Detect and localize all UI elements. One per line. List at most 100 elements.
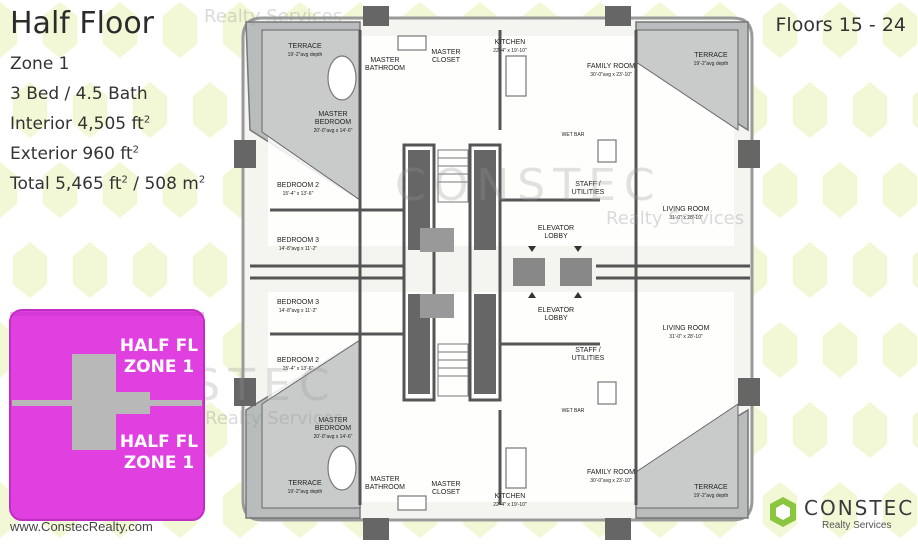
bedroom2-label-s: BEDROOM 2 — [277, 357, 319, 364]
living-room-label-s: LIVING ROOM — [663, 325, 710, 332]
svg-text:14'-8"avg x 11'-2": 14'-8"avg x 11'-2" — [279, 308, 318, 314]
svg-text:19'-2"avg depth: 19'-2"avg depth — [288, 52, 323, 58]
wet-bar-label-s: WET BAR — [562, 408, 585, 414]
svg-text:BEDROOM: BEDROOM — [315, 119, 351, 126]
pattern-hexagon — [792, 82, 828, 138]
staff-label-s: STAFF / — [575, 347, 601, 354]
svg-text:22'-4" x 19'-10": 22'-4" x 19'-10" — [493, 48, 527, 54]
bedroom2-label-n: BEDROOM 2 — [277, 182, 319, 189]
watermark-text: CONSTEC — [395, 160, 663, 211]
elevator-arrows — [528, 246, 582, 298]
key-plan-graphic — [9, 309, 205, 521]
pattern-hexagon — [822, 162, 858, 218]
svg-text:BATHROOM: BATHROOM — [365, 65, 405, 72]
floors-label: Floors 15 - 24 — [775, 14, 907, 36]
svg-text:31'-0" x 28'-10": 31'-0" x 28'-10" — [669, 334, 703, 340]
logo-tagline: Realty Services — [822, 520, 892, 531]
pattern-hexagon — [912, 91, 918, 129]
svg-text:LOBBY: LOBBY — [544, 315, 568, 322]
terrace-label-se: TERRACE — [694, 484, 728, 491]
svg-text:BATHROOM: BATHROOM — [365, 484, 405, 491]
svg-text:14'-8"avg x 11'-2": 14'-8"avg x 11'-2" — [279, 246, 318, 252]
svg-text:19'-2"avg depth: 19'-2"avg depth — [288, 489, 323, 495]
pattern-hexagon — [882, 162, 918, 218]
pattern-hexagon — [162, 2, 198, 58]
pattern-hexagon — [762, 2, 798, 58]
pattern-hexagon — [852, 82, 888, 138]
website-link[interactable]: www.ConstecRealty.com — [10, 519, 153, 534]
svg-text:19'-2"avg depth: 19'-2"avg depth — [694, 493, 729, 499]
svg-text:UTILITIES: UTILITIES — [572, 355, 605, 362]
pattern-hexagon — [132, 242, 168, 298]
pattern-hexagon — [42, 2, 78, 58]
svg-text:15'-4" x 13'-6": 15'-4" x 13'-6" — [283, 191, 314, 197]
beds-baths-label: 3 Bed / 4.5 Bath — [10, 84, 148, 104]
svg-text:UTILITIES: UTILITIES — [572, 189, 605, 196]
pattern-hexagon — [132, 82, 168, 138]
zone-label: Zone 1 — [10, 54, 70, 74]
kitchen-label-n: KITCHEN — [495, 39, 526, 46]
family-room-label-n: FAMILY ROOM — [587, 63, 635, 70]
pattern-hexagon — [822, 2, 858, 58]
hexagon-logo-icon — [770, 497, 796, 527]
watermark-sub-left: Realty Services — [205, 408, 344, 429]
family-room-label-s: FAMILY ROOM — [587, 469, 635, 476]
svg-text:22'-4" x 19'-10": 22'-4" x 19'-10" — [493, 502, 527, 508]
pattern-hexagon — [102, 2, 138, 58]
walls — [250, 30, 750, 505]
master-bedroom-label-n: MASTER — [318, 111, 347, 118]
pattern-hexagon — [852, 242, 888, 298]
master-bathroom-label-s: MASTER — [370, 476, 399, 483]
total-area: Total 5,465 ft2 / 508 m2 — [10, 174, 206, 194]
pattern-hexagon — [72, 242, 108, 298]
pattern-hexagon — [852, 402, 888, 458]
pattern-hexagon — [762, 322, 798, 378]
svg-text:CLOSET: CLOSET — [432, 489, 461, 496]
svg-text:30'-0"avg x 23'-10": 30'-0"avg x 23'-10" — [590, 72, 632, 78]
pattern-hexagon — [192, 82, 228, 138]
watermark-sub: Realty Services — [606, 208, 745, 229]
svg-text:30'-0"avg x 23'-10": 30'-0"avg x 23'-10" — [590, 478, 632, 484]
svg-text:20'-0"avg x 14'-6": 20'-0"avg x 14'-6" — [314, 434, 353, 440]
terrace-label-nw: TERRACE — [288, 43, 322, 50]
room-labels: TERRACE 19'-2"avg depth MASTER BATHROOM … — [277, 39, 729, 508]
pattern-hexagon — [912, 411, 918, 449]
page-title: Half Floor — [10, 6, 155, 41]
watermark-sub-top: Realty Services — [204, 6, 343, 27]
pattern-hexagon — [0, 2, 18, 58]
pattern-hexagon — [882, 322, 918, 378]
master-closet-label-s: MASTER — [431, 481, 460, 488]
logo-name: CONSTEC — [804, 496, 915, 520]
svg-text:LOBBY: LOBBY — [544, 233, 568, 240]
pattern-hexagon — [12, 242, 48, 298]
pattern-hexagon — [102, 162, 138, 218]
pattern-hexagon — [822, 322, 858, 378]
svg-text:CLOSET: CLOSET — [432, 57, 461, 64]
pattern-hexagon — [792, 242, 828, 298]
terrace-label-sw: TERRACE — [288, 480, 322, 487]
pattern-hexagon — [792, 402, 828, 458]
pattern-hexagon — [192, 242, 228, 298]
svg-text:31'-0" x 28'-10": 31'-0" x 28'-10" — [669, 215, 703, 221]
pattern-hexagon — [42, 162, 78, 218]
living-room-label-n: LIVING ROOM — [663, 206, 710, 213]
pattern-hexagon — [12, 82, 48, 138]
master-bedroom-label-s: MASTER — [318, 417, 347, 424]
master-bathroom-label-n: MASTER — [370, 57, 399, 64]
bedroom3-label-n: BEDROOM 3 — [277, 237, 319, 244]
svg-text:19'-2"avg depth: 19'-2"avg depth — [694, 61, 729, 67]
svg-text:15'-4" x 13'-6": 15'-4" x 13'-6" — [283, 366, 314, 372]
pattern-hexagon — [882, 2, 918, 58]
pattern-hexagon — [762, 162, 798, 218]
elevator-lobby-label-n: ELEVATOR — [538, 225, 574, 232]
wet-bar-label-n: WET BAR — [562, 132, 585, 138]
core-columns — [234, 6, 760, 540]
constec-logo: CONSTEC Realty Services — [768, 494, 912, 534]
bedroom3-label-s: BEDROOM 3 — [277, 299, 319, 306]
pattern-hexagon — [162, 162, 198, 218]
svg-text:BEDROOM: BEDROOM — [315, 425, 351, 432]
master-closet-label-n: MASTER — [431, 49, 460, 56]
